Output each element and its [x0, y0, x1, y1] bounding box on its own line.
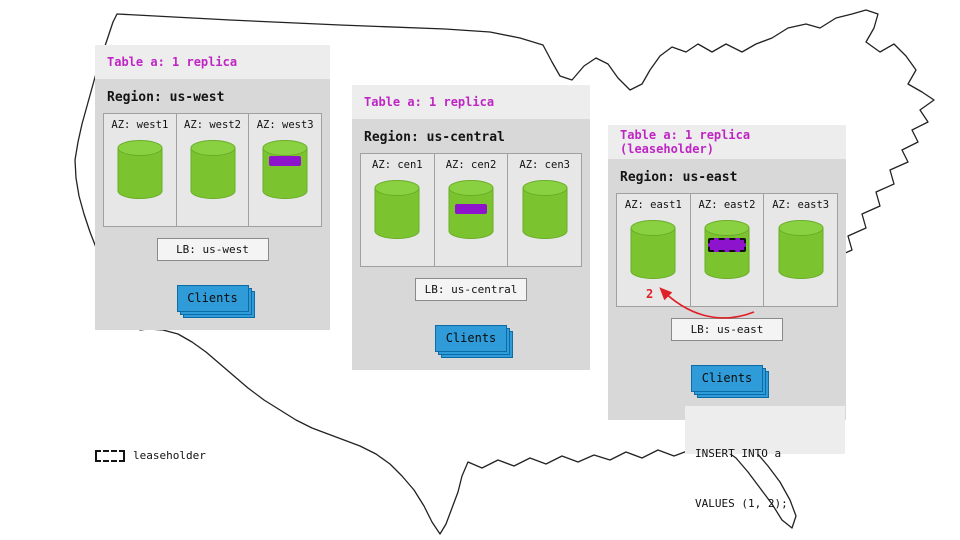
database-cylinder-icon	[262, 140, 308, 200]
region-body: Region: us-central AZ: cen1 AZ: cen2	[352, 119, 590, 370]
az-box-east3: AZ: east3	[763, 193, 839, 307]
az-label: AZ: east2	[698, 199, 756, 211]
replica-range-bar	[269, 156, 302, 166]
database-cylinder-icon	[448, 180, 494, 240]
load-balancer: LB: us-central	[415, 278, 527, 301]
region-panel-us-central: Table a: 1 replica Region: us-central AZ…	[352, 85, 590, 370]
replica-range-bar	[455, 204, 487, 214]
region-panel-us-east: Table a: 1 replica (leaseholder) Region:…	[608, 125, 846, 420]
sql-line: VALUES (1, 2);	[695, 496, 788, 510]
leaseholder-range-bar	[708, 238, 746, 252]
legend-label: leaseholder	[133, 449, 206, 462]
legend: leaseholder	[95, 449, 206, 462]
sql-line: INSERT INTO a	[695, 447, 782, 460]
database-cylinder-icon	[522, 180, 568, 240]
az-box-cen2: AZ: cen2	[433, 153, 509, 267]
database-cylinder-icon	[630, 220, 676, 280]
clients-button: Clients	[435, 325, 507, 352]
az-row: AZ: west1 AZ: west2 AZ:	[103, 113, 323, 227]
az-box-west3: AZ: west3	[248, 113, 323, 227]
az-label: AZ: cen3	[519, 159, 570, 171]
load-balancer: LB: us-east	[671, 318, 783, 341]
clients-stack: Clients	[435, 325, 513, 358]
database-cylinder-icon	[704, 220, 750, 280]
region-title: Region: us-west	[107, 90, 225, 105]
az-box-cen1: AZ: cen1	[360, 153, 435, 267]
region-body: Region: us-east AZ: east1 AZ: east2	[608, 159, 846, 420]
table-label: Table a: 1 replica	[364, 95, 495, 109]
az-label: AZ: cen1	[372, 159, 423, 171]
database-cylinder-icon	[190, 140, 236, 200]
table-label: Table a: 1 replica (leaseholder)	[620, 128, 751, 156]
table-header: Table a: 1 replica (leaseholder)	[608, 125, 846, 159]
database-cylinder-icon	[117, 140, 163, 200]
az-box-east2: AZ: east2	[689, 193, 765, 307]
az-label: AZ: east3	[772, 199, 830, 211]
database-cylinder-icon	[778, 220, 824, 280]
load-balancer-label: LB: us-central	[424, 283, 518, 296]
az-label: AZ: west2	[184, 119, 241, 131]
az-row: AZ: east1 AZ: east2	[616, 193, 839, 307]
step-annotation: 2	[646, 287, 654, 301]
clients-stack: Clients	[691, 365, 769, 398]
az-box-west2: AZ: west2	[175, 113, 250, 227]
az-row: AZ: cen1 AZ: cen2	[360, 153, 583, 267]
load-balancer-label: LB: us-east	[690, 323, 764, 336]
table-label: Table a: 1 replica	[107, 55, 238, 69]
leaseholder-swatch-icon	[95, 449, 125, 462]
load-balancer-label: LB: us-west	[176, 243, 249, 256]
az-label: AZ: west3	[256, 119, 314, 131]
region-title: Region: us-east	[620, 170, 738, 185]
az-box-west1: AZ: west1	[103, 113, 177, 227]
region-title: Region: us-central	[364, 130, 505, 145]
load-balancer: LB: us-west	[156, 238, 269, 261]
clients-button: Clients	[691, 365, 763, 392]
az-box-cen3: AZ: cen3	[507, 153, 583, 267]
az-label: AZ: west1	[111, 119, 169, 131]
az-label: AZ: cen2	[445, 159, 497, 171]
database-cylinder-icon	[374, 180, 420, 240]
clients-stack: Clients	[176, 285, 255, 318]
region-body: Region: us-west AZ: west1 AZ: west2	[95, 79, 330, 330]
region-panel-us-west: Table a: 1 replica Region: us-west AZ: w…	[95, 45, 330, 330]
table-header: Table a: 1 replica	[352, 85, 590, 119]
az-box-east1: AZ: east1	[616, 193, 691, 307]
clients-button: Clients	[176, 285, 249, 312]
sql-insert-box: INSERT INTO a VALUES (1, 2);	[685, 406, 845, 510]
table-header: Table a: 1 replica	[95, 45, 330, 79]
az-label: AZ: east1	[624, 199, 682, 211]
